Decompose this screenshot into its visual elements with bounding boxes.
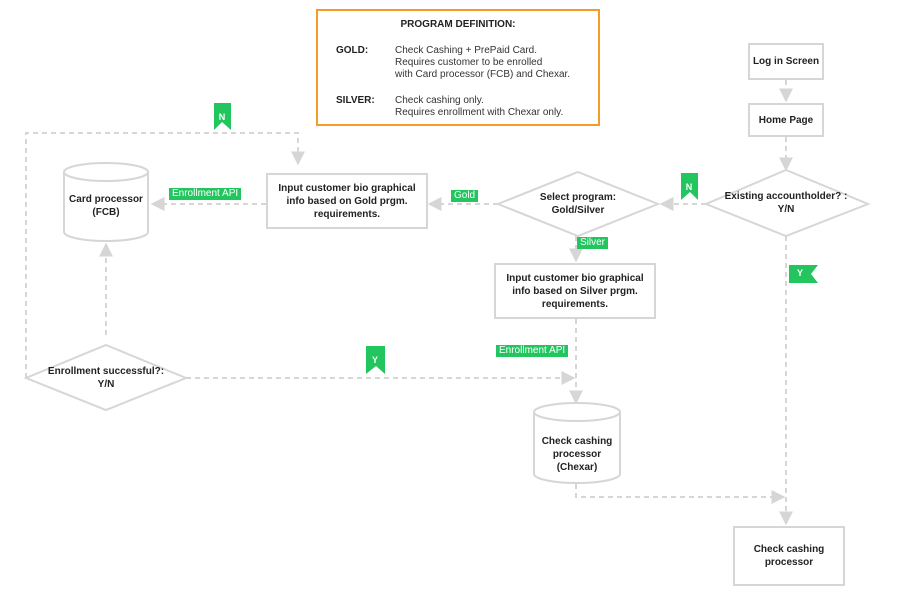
edge-enrollment-retry	[25, 132, 305, 378]
enrollment-api-tag: Enrollment API	[169, 188, 242, 200]
login-screen-node: Log in Screen	[748, 43, 824, 80]
legend-gold-line: Requires customer to be enrolled	[395, 57, 543, 68]
flag-n-top	[214, 103, 231, 130]
flag-n-existing	[681, 173, 698, 200]
chexar-label: Check cashing processor (Chexar)	[541, 435, 613, 473]
program-definition-legend: PROGRAM DEFINITION: GOLD: Check Cashing …	[316, 9, 600, 126]
flag-y-enrollment-label: Y	[371, 355, 378, 365]
existing-accountholder-diamond	[703, 168, 871, 238]
gold-tag: Gold	[451, 190, 479, 202]
legend-gold-key: GOLD:	[336, 45, 369, 56]
flag-y-existing-label: Y	[796, 268, 803, 278]
enrollment-diamond	[23, 343, 189, 412]
flag-n-top-label: N	[218, 112, 226, 122]
flag-y-enrollment	[366, 346, 385, 374]
legend-gold-line: Check Cashing + PrePaid Card.	[395, 45, 538, 56]
legend-silver-line: Requires enrollment with Chexar only.	[395, 107, 564, 118]
legend-gold-line: with Card processor (FCB) and Chexar.	[395, 69, 571, 80]
edge-chexar-result	[575, 484, 786, 504]
card-processor-database	[63, 162, 149, 242]
silver-tag: Silver	[577, 237, 609, 249]
legend-silver-key: SILVER:	[336, 95, 375, 106]
select-program-label: Select program: Gold/Silver	[539, 192, 617, 216]
flag-n-existing-label: N	[685, 182, 693, 192]
input-gold-node: Input customer bio graphical info based …	[266, 173, 428, 229]
check-cashing-processor-node: Check cashing processor	[733, 526, 845, 586]
input-silver-node: Input customer bio graphical info based …	[494, 263, 656, 319]
enrollment-api-tag: Enrollment API	[496, 345, 569, 357]
flag-y-existing	[789, 265, 818, 283]
legend-silver-line: Check cashing only.	[395, 95, 484, 106]
chexar-database	[533, 402, 621, 484]
enrollment-successful-label: Enrollment successful?: Y/N	[47, 366, 165, 390]
home-page-node: Home Page	[748, 103, 824, 137]
legend-title: PROGRAM DEFINITION:	[400, 19, 516, 30]
select-program-diamond	[495, 170, 661, 238]
existing-accountholder-label: Existing accountholder? : Y/N	[724, 191, 848, 215]
card-processor-label: Card processor (FCB)	[69, 194, 143, 218]
